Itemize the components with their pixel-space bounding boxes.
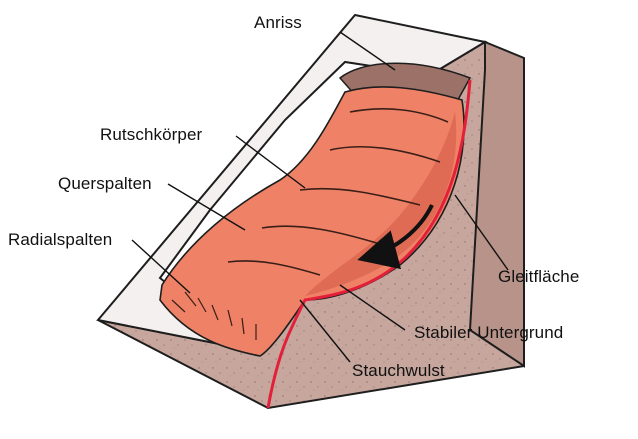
radial-cracks bbox=[171, 291, 257, 340]
movement-arrow bbox=[357, 204, 434, 270]
label-stauchwulst: Stauchwulst bbox=[352, 361, 445, 380]
label-rutschkoerper: Rutschkörper bbox=[100, 125, 203, 144]
slip-surface-line bbox=[266, 79, 472, 409]
label-querspalten: Querspalten bbox=[58, 174, 152, 193]
right-side-face bbox=[468, 40, 525, 368]
label-anriss: Anriss bbox=[254, 13, 302, 32]
label-stabiler-untergrund: Stabiler Untergrund bbox=[414, 323, 563, 342]
pointer-lines bbox=[131, 31, 509, 363]
label-gleitflaeche: Gleitfläche bbox=[498, 267, 579, 286]
label-radialspalten: Radialspalten bbox=[8, 230, 112, 249]
